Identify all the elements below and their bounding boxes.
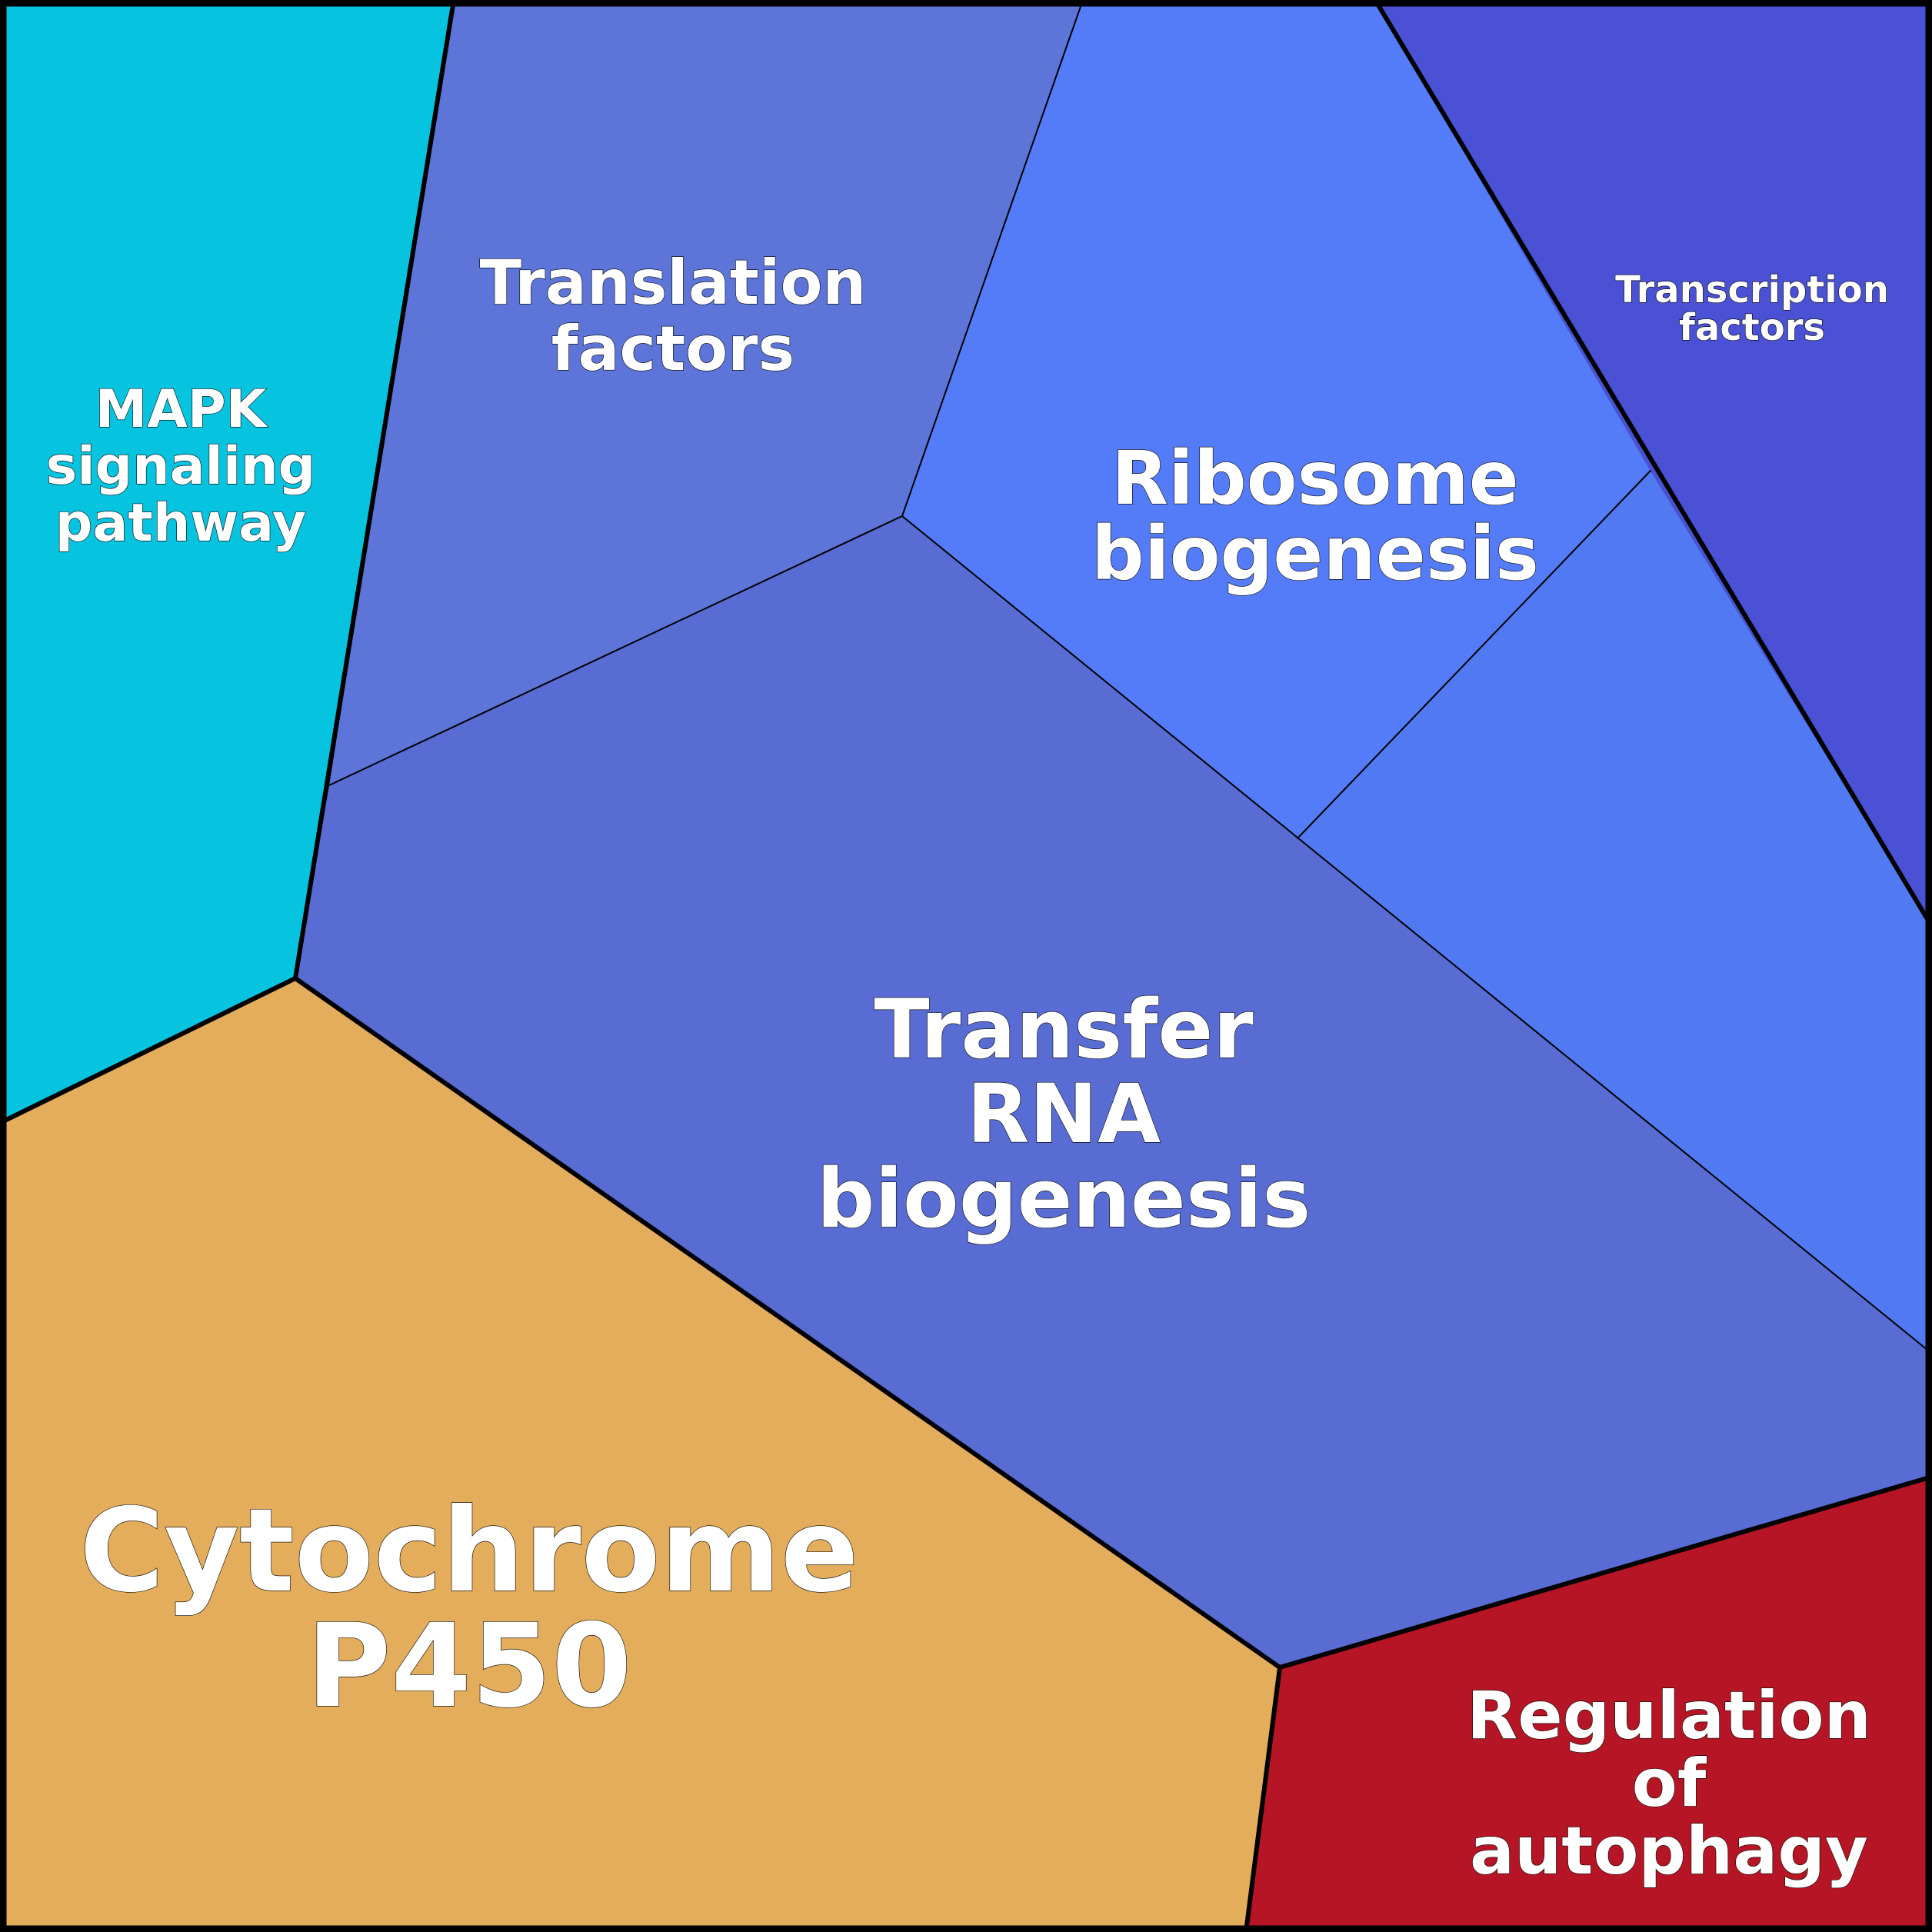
label-line: MAPK	[95, 379, 268, 440]
label-line: of	[1632, 1745, 1707, 1822]
group-border-thick	[293, 976, 1282, 1670]
cell-border-thin	[328, 515, 903, 786]
cell-mapk	[0, 0, 454, 1123]
label-line: Transcription	[1615, 268, 1889, 311]
label-line: Cytochrome	[79, 1484, 858, 1618]
cell-ribosome	[902, 0, 1651, 838]
cell-autophagy	[1246, 1477, 1932, 1932]
cell-border-thin	[1297, 470, 1651, 839]
cell-border-thin	[901, 0, 1084, 517]
label-line: RNA	[967, 1067, 1161, 1161]
cell-cytochrome	[0, 978, 1280, 1932]
label-line: Translation	[480, 247, 867, 318]
label-line: biogenesis	[817, 1151, 1311, 1246]
group-border-thick	[293, 0, 456, 981]
label-line: pathway	[55, 493, 306, 554]
label-line: Ribosome	[1111, 435, 1519, 521]
group-border-thick	[1373, 0, 1932, 929]
cell-border-thin	[901, 515, 1932, 1354]
label-line: P450	[306, 1600, 631, 1734]
label-line: Transfer	[874, 982, 1253, 1077]
label-line: signaling	[46, 436, 315, 497]
cell-trna	[295, 516, 1932, 1667]
group-border-thick	[1277, 1474, 1932, 1670]
label-line: factors	[551, 313, 794, 385]
group-border-thick	[0, 976, 298, 1125]
label-line: Regulation	[1467, 1677, 1871, 1754]
cell-translation	[329, 0, 1083, 785]
label-line: autophagy	[1470, 1813, 1868, 1890]
label-line: factors	[1679, 306, 1825, 349]
label-line: biogenesis	[1091, 511, 1539, 597]
cell-ribosome-sub	[1297, 471, 1932, 1354]
group-border-thick	[1244, 1665, 1282, 1932]
